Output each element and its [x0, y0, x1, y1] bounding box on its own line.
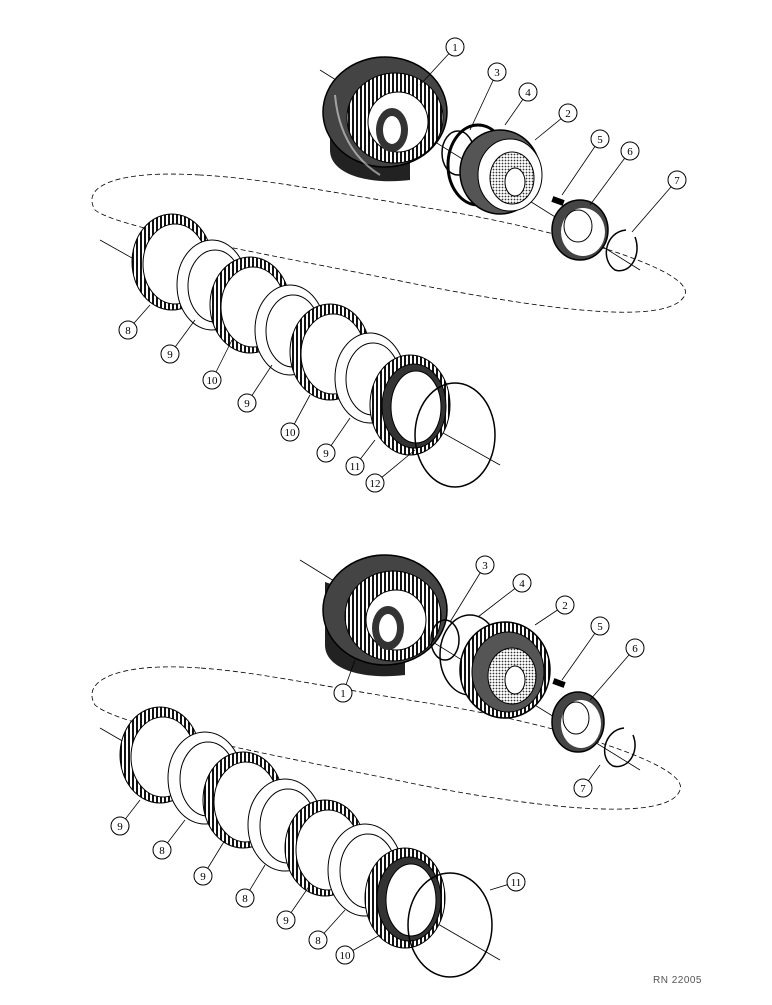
bottom-ring-3 — [430, 619, 460, 661]
callout-label: 2 — [565, 108, 571, 120]
bottom-drum-housing — [322, 554, 448, 677]
callout-circle — [160, 344, 180, 364]
callout-circle — [152, 840, 172, 860]
bottom-dashed-loop — [91, 666, 681, 810]
bottom-washer-6 — [551, 691, 605, 753]
callout-circle — [625, 638, 645, 658]
callout-leader-line — [469, 71, 498, 131]
callout-label: 5 — [597, 621, 603, 633]
bottom-spring-5 — [552, 678, 566, 688]
callout-circle — [345, 456, 365, 476]
callout-label: 7 — [580, 783, 586, 795]
bottom-ring-11 — [407, 872, 493, 978]
callout-leader-line — [589, 150, 631, 206]
callout-label: 6 — [632, 643, 638, 655]
top-snapring-7 — [605, 229, 638, 272]
callout-label: 3 — [494, 67, 500, 79]
callout-layer: 1 3 4 2 5 6 7 8 9 10 9 10 9 11 12 3 4 2 5 6 1 7 9 8 9 8 9 8 10 11 — [110, 37, 687, 965]
callout-label: 9 — [323, 448, 329, 460]
callout-label: 1 — [340, 688, 346, 700]
callout-circle — [333, 683, 353, 703]
callout-label: 10 — [207, 375, 219, 387]
callout-circle — [555, 595, 575, 615]
callout-label: 8 — [159, 845, 165, 857]
top-piston-2 — [459, 129, 543, 215]
callout-circle — [667, 170, 687, 190]
callout-label: 9 — [200, 871, 206, 883]
callout-label: 8 — [242, 893, 248, 905]
callout-circle — [308, 930, 328, 950]
callout-circle — [280, 422, 300, 442]
bottom-snapring-7 — [603, 727, 636, 768]
callout-label: 9 — [167, 349, 173, 361]
callout-circle — [110, 816, 130, 836]
callout-circle — [276, 910, 296, 930]
callout-circle — [316, 443, 336, 463]
callout-label: 11 — [350, 461, 361, 473]
top-washer-6 — [551, 199, 609, 261]
callout-circle — [193, 866, 213, 886]
callout-label: 11 — [511, 877, 522, 889]
top-plate-11 — [369, 354, 451, 456]
callout-leader-line — [561, 625, 601, 681]
callout-circle — [620, 141, 640, 161]
callout-circle — [237, 393, 257, 413]
callout-label: 4 — [525, 87, 531, 99]
top-spring-5 — [551, 196, 565, 206]
callout-label: 10 — [285, 427, 297, 439]
callout-circle — [445, 37, 465, 57]
callout-label: 12 — [370, 478, 381, 490]
callout-label: 9 — [117, 821, 123, 833]
callout-label: 2 — [562, 600, 568, 612]
callout-circle — [365, 473, 385, 493]
callout-label: 9 — [283, 915, 289, 927]
callout-circle — [573, 778, 593, 798]
callout-leader-line — [589, 647, 636, 701]
callout-label: 10 — [340, 950, 352, 962]
callout-circle — [506, 872, 526, 892]
callout-circle — [475, 555, 495, 575]
callout-circle — [512, 573, 532, 593]
callout-circle — [487, 62, 507, 82]
callout-label: 3 — [482, 560, 488, 572]
callout-circle — [590, 129, 610, 149]
top-dashed-loop — [91, 173, 686, 313]
callout-circle — [202, 370, 222, 390]
callout-circle — [590, 616, 610, 636]
callout-circle — [518, 82, 538, 102]
callout-label: 8 — [125, 325, 131, 337]
callout-label: 4 — [519, 578, 525, 590]
bottom-piston-2 — [459, 621, 551, 719]
callout-label: 1 — [452, 42, 458, 54]
top-assembly — [91, 56, 686, 488]
callout-label: 6 — [627, 146, 633, 158]
callout-leader-line — [449, 564, 486, 623]
callout-circle — [558, 103, 578, 123]
callout-circle — [235, 888, 255, 908]
bottom-assembly — [91, 554, 681, 978]
top-ring-12 — [414, 382, 496, 488]
callout-label: 8 — [315, 935, 321, 947]
callout-circle — [335, 945, 355, 965]
callout-label: 9 — [244, 398, 250, 410]
callout-label: 5 — [597, 134, 603, 146]
callout-circle — [118, 320, 138, 340]
top-drum-housing — [322, 56, 448, 182]
reference-number: RN 22005 — [652, 975, 702, 986]
callout-leader-line — [561, 138, 601, 196]
bottom-plate-10 — [364, 847, 446, 949]
callout-label: 7 — [674, 175, 680, 187]
callout-leader-line — [631, 179, 678, 233]
